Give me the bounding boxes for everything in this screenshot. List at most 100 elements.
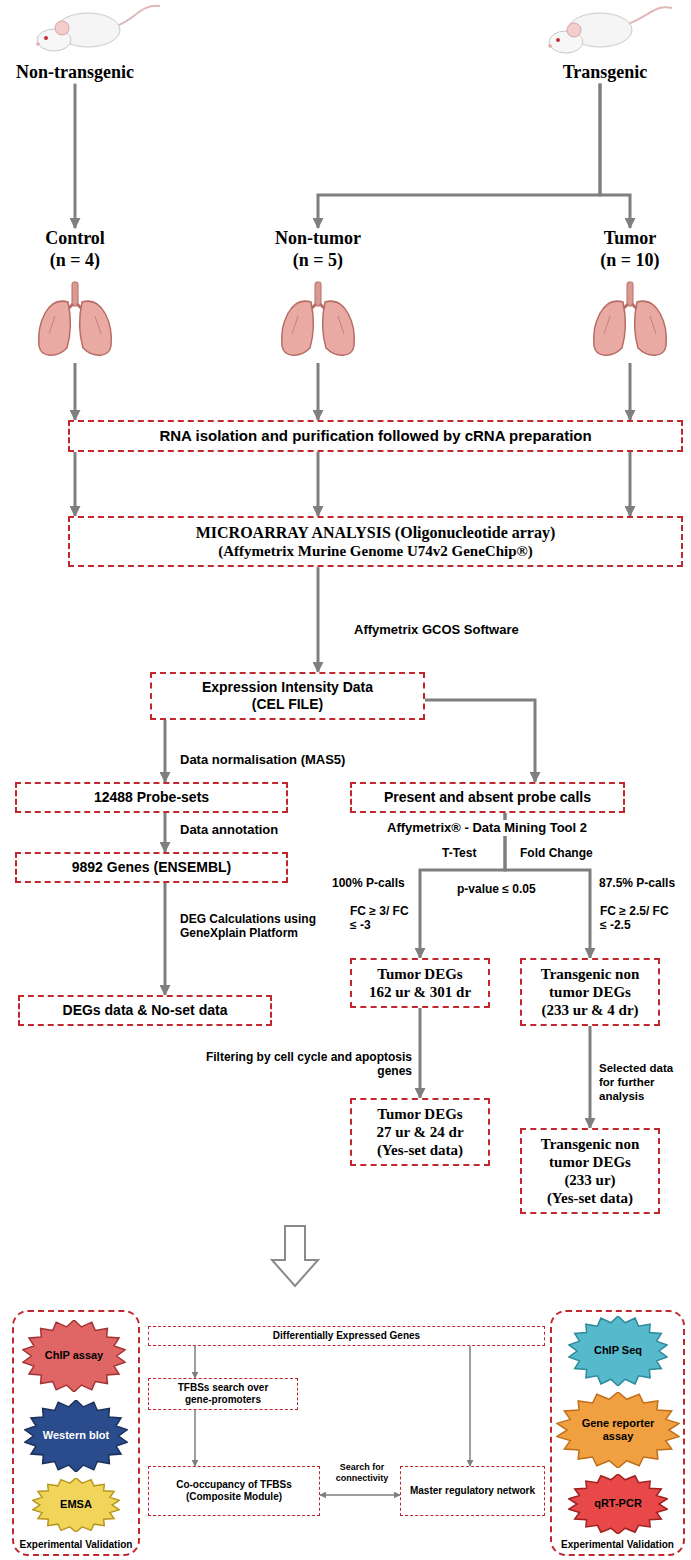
box-text: (233 ur) — [564, 1171, 615, 1189]
method-badge: ChIP assay — [22, 1320, 126, 1392]
group-heading: Transgenic — [540, 62, 670, 84]
box-text: Expression Intensity Data — [202, 679, 373, 696]
result-box: Tumor DEGs162 ur & 301 dr — [350, 958, 490, 1008]
method-name: ChIP assay — [45, 1349, 104, 1362]
flow-arrow — [600, 84, 630, 228]
data-box: DEGs data & No-set data — [18, 995, 272, 1026]
process-box: Co-occupancy of TFBSs(Composite Module) — [148, 1466, 320, 1516]
process-box: Master regulatory network — [400, 1466, 545, 1516]
flow-arrow — [317, 452, 320, 516]
starburst-outline — [23, 1320, 125, 1392]
result-box: Transgenic non tumor DEGs(233 ur)(Yes-se… — [520, 1128, 660, 1214]
sample-group: Control(n = 4) — [20, 228, 130, 363]
starburst-outline — [569, 1474, 667, 1534]
flow-arrow — [194, 1346, 196, 1378]
flow-arrow — [74, 363, 77, 420]
flow-arrow — [194, 1410, 196, 1466]
annotation-label: Affymetrix® - Data Mining Tool 2 — [385, 820, 589, 836]
flow-arrow — [419, 1008, 422, 1098]
box-text: TFBSs search over gene-promoters — [168, 1382, 278, 1406]
sample-group: Non-tumor(n = 5) — [258, 228, 378, 363]
validation-group: Experimental Validation ChIP SeqGene repo… — [550, 1310, 685, 1556]
flow-arrow — [425, 700, 535, 782]
box-text: (n = 5) — [293, 250, 343, 272]
group-caption: Experimental Validation — [561, 1539, 674, 1551]
method-name: qRT-PCR — [594, 1497, 642, 1510]
data-box: Present and absent probe calls — [350, 782, 625, 813]
data-box: Expression Intensity Data(CEL FILE) — [150, 672, 425, 720]
flow-arrow — [164, 720, 167, 782]
box-text: 9892 Genes (ENSEMBL) — [72, 859, 232, 876]
box-text: RNA isolation and purification followed … — [159, 427, 591, 445]
method-badge: Western blot — [24, 1400, 128, 1472]
method-badge: ChIP Seq — [568, 1316, 668, 1386]
edge-label: DEG Calculations using GeneXplain Platfo… — [178, 912, 350, 941]
annotation-label: p-value ≤ 0.05 — [455, 882, 538, 896]
flow-arrow — [469, 1346, 471, 1466]
starburst-outline — [569, 1316, 667, 1386]
method-badge: qRT-PCR — [568, 1474, 668, 1534]
box-text: Tumor DEGs — [377, 965, 462, 983]
method-name: Gene reporter assay — [572, 1417, 664, 1443]
mouse-illustration — [548, 7, 672, 53]
box-text: (n = 10) — [600, 250, 659, 272]
flow-arrow — [629, 363, 632, 420]
starburst-outline — [25, 1400, 127, 1472]
box-text: Present and absent probe calls — [384, 789, 591, 806]
edge-label: Data normalisation (MAS5) — [178, 752, 347, 768]
box-text: DEGs data & No-set data — [63, 1002, 228, 1019]
box-text: (Affymetrix Murine Genome U74v2 GeneChip… — [218, 542, 532, 560]
flow-arrow — [164, 883, 167, 995]
flow-arrow — [589, 1026, 592, 1128]
flow-arrow — [320, 1494, 400, 1496]
box-text: Transgenic non tumor DEGs — [530, 965, 650, 1001]
method-name: EMSA — [60, 1498, 92, 1511]
box-text: (233 ur & 4 dr) — [541, 1001, 638, 1019]
method-name: ChIP Seq — [594, 1344, 642, 1357]
flow-arrow — [74, 452, 77, 516]
method-badge: Gene reporter assay — [556, 1392, 680, 1468]
box-text: (Composite Module) — [186, 1491, 282, 1503]
sample-group: Tumor(n = 10) — [575, 228, 685, 363]
box-text: Co-occupancy of TFBSs — [176, 1479, 292, 1491]
flow-arrow — [317, 567, 320, 672]
data-box: 12488 Probe-sets — [15, 782, 288, 813]
edge-label: Search for connectivity — [326, 1462, 398, 1484]
box-text: 12488 Probe-sets — [94, 789, 209, 806]
box-text: (CEL FILE) — [252, 696, 323, 713]
box-text: Tumor — [604, 228, 656, 250]
process-box: MICROARRAY ANALYSIS (Oligonucleotide arr… — [68, 516, 683, 567]
box-text: Tumor DEGs — [377, 1105, 462, 1123]
edge-label: Selected data for further analysis — [597, 1062, 691, 1103]
box-text: Transgenic non tumor DEGs — [530, 1135, 650, 1171]
process-box: Differentially Expressed Genes — [148, 1326, 545, 1346]
group-heading: Non-transgenic — [5, 62, 145, 84]
annotation-label: Fold Change — [518, 846, 595, 860]
box-text: Non-transgenic — [16, 62, 134, 84]
method-badge: EMSA — [32, 1478, 120, 1532]
data-box: 9892 Genes (ENSEMBL) — [15, 852, 288, 883]
box-text: (Yes-set data) — [547, 1189, 633, 1207]
edge-label: Filtering by cell cycle and apoptosis ge… — [196, 1050, 414, 1079]
annotation-label: FC ≥ 3/ FC ≤ -3 — [348, 904, 414, 933]
edge-label: Data annotation — [178, 822, 280, 838]
result-box: Tumor DEGs27 ur & 24 dr(Yes-set data) — [350, 1098, 490, 1166]
annotation-label: 87.5% P-calls — [597, 876, 677, 890]
box-text: Non-tumor — [275, 228, 361, 250]
box-text: (Yes-set data) — [377, 1141, 463, 1159]
flow-arrow — [318, 84, 600, 228]
annotation-label: T-Test — [440, 846, 478, 860]
box-text: (n = 4) — [50, 250, 100, 272]
hollow-arrow — [272, 1226, 318, 1286]
validation-group: Experimental ValidationChIP assayWestern… — [12, 1310, 140, 1556]
process-box: RNA isolation and purification followed … — [68, 420, 683, 452]
box-text: MICROARRAY ANALYSIS (Oligonucleotide arr… — [196, 523, 556, 542]
process-box: TFBSs search over gene-promoters — [148, 1378, 298, 1410]
starburst-outline — [557, 1392, 679, 1468]
box-text: Control — [45, 228, 105, 250]
box-text: Transgenic — [563, 62, 648, 84]
flow-arrow — [74, 84, 77, 228]
starburst-outline — [33, 1478, 120, 1532]
box-text: Differentially Expressed Genes — [273, 1330, 420, 1342]
flow-arrow — [317, 363, 320, 420]
